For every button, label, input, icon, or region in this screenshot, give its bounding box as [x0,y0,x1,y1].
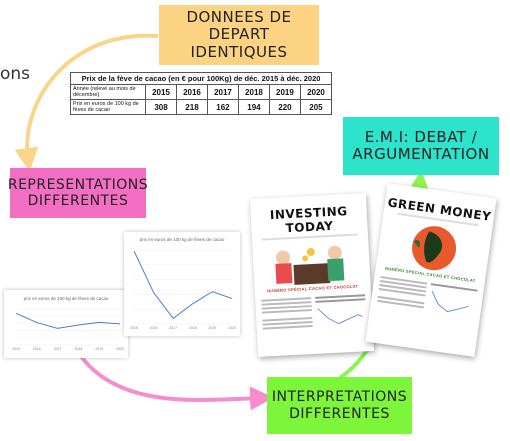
chart-title: prix en euros de 100 kg de fèves de caca… [139,237,225,242]
label-line: E.M.I: DEBAT / [364,127,478,146]
mini-chart [317,308,363,325]
price-cell: 162 [206,99,239,115]
line-chart-large: 2015 2016 2017 2018 2019 2020 [130,249,236,330]
year-cell: 2018 [237,84,270,100]
chart-column [426,281,478,323]
arrow-to-interpretations [78,353,274,411]
text-column [376,274,428,316]
label-line: IDENTIQUES [190,42,288,61]
x-tick-label: 2017 [169,326,177,330]
x-tick-label: 2019 [209,326,217,330]
arrow-to-representations [14,33,159,172]
x-tick-label: 2015 [130,326,138,330]
chart-column [315,292,367,335]
chart-card-large: prix en euros de 100 kg de fèves de caca… [124,232,240,336]
chart-title: prix en euros de 100 kg de fèves de caca… [23,296,109,301]
row-label: Prix en euros de 100 kg de fèves de caca… [70,99,146,115]
illustration-globe [412,226,457,271]
price-cell: 220 [268,99,301,115]
year-cell: 2017 [206,84,239,100]
table-caption: Prix de la fève de cacao (en € pour 100K… [70,72,332,85]
series-line [15,312,121,329]
table-row: Prix en euros de 100 kg de fèves de caca… [70,99,333,115]
label-line: REPRESENTATIONS [7,176,149,193]
x-tick-label: 2016 [33,347,41,351]
table-row: Année (relevé au mois de décembre) 2015 … [70,84,333,100]
x-tick-label: 2018 [75,347,83,351]
line-chart-small: 2015 2016 2017 2018 2019 2020 [12,308,124,351]
illustration-investors [275,245,345,285]
row-label: Année (relevé au mois de décembre) [70,84,146,100]
label-line: ARGUMENTATION [352,145,490,163]
magazine-title: INVESTING TODAY [269,204,348,236]
price-cell: 205 [299,99,333,115]
label-emi: E.M.I: DEBAT / ARGUMENTATION [343,117,499,175]
magazine-investing-today: INVESTING TODAY NUMÉRO SPÉCIAL CACAO ET … [249,193,375,357]
year-cell: 2019 [268,84,301,100]
magazine-columns [369,269,484,328]
magazine-green-money: GREEN MONEY NUMÉRO SPÉCIAL CACAO ET CHOC… [365,183,497,357]
partial-text: ons [0,64,31,84]
x-tick-label: 2018 [189,326,197,330]
price-cell: 218 [175,99,208,115]
x-tick-label: 2019 [95,347,103,351]
label-line: INTERPRETATIONS [271,389,408,406]
label-line: DIFFERENTES [289,405,390,422]
mini-chart [431,291,469,313]
label-line: DIFFERENTES [27,193,129,209]
magazine-columns [255,288,373,342]
x-tick-label: 2016 [150,326,158,330]
x-tick-label: 2020 [228,326,236,330]
year-cell: 2015 [145,84,177,100]
series-line [133,250,233,320]
price-cell: 194 [237,99,270,115]
label-line: DONNEES DE DEPART [186,8,292,44]
x-tick-label: 2017 [54,347,62,351]
year-cell: 2020 [299,84,333,100]
label-interpretations: INTERPRETATIONS DIFFERENTES [267,377,412,434]
price-table: Prix de la fève de cacao (en € pour 100K… [70,72,333,115]
label-representations: REPRESENTATIONS DIFFERENTES [7,168,149,218]
label-donnees-de-depart: DONNEES DE DEPART IDENTIQUES [159,5,319,65]
chart-card-small: prix en euros de 100 kg de fèves de caca… [4,290,128,358]
text-column [261,295,313,338]
year-cell: 2016 [175,84,208,100]
price-cell: 308 [145,99,177,115]
x-tick-label: 2015 [12,347,20,351]
x-tick-label: 2020 [116,347,124,351]
